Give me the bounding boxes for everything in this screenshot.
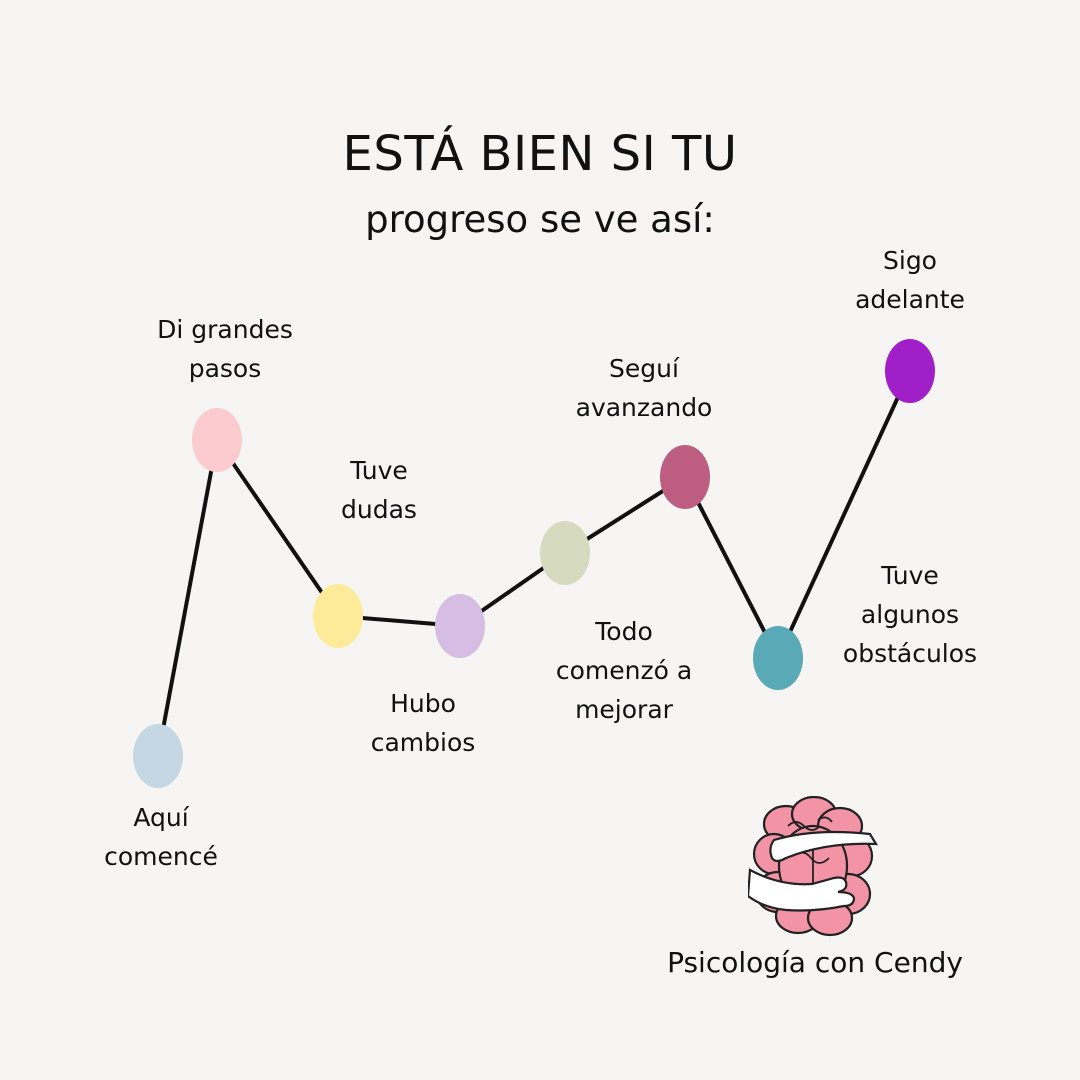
step-node-big-steps bbox=[192, 408, 242, 472]
step-node-start bbox=[133, 724, 183, 788]
path-segment bbox=[683, 476, 780, 659]
step-label-doubts: Tuve dudas bbox=[341, 456, 417, 524]
step-node-improving bbox=[540, 521, 590, 585]
step-label-changes: Hubo cambios bbox=[370, 689, 476, 757]
path-segment bbox=[156, 439, 219, 757]
step-label-obstacles: Tuve algunos obstáculos bbox=[842, 561, 978, 668]
path-segment bbox=[776, 370, 912, 659]
step-label-moving-on: Sigo adelante bbox=[855, 246, 965, 314]
step-label-big-steps: Di grandes pasos bbox=[157, 315, 293, 383]
page-subtitle: progreso se ve así: bbox=[365, 198, 715, 241]
page-title: ESTÁ BIEN SI TU bbox=[342, 126, 738, 182]
step-label-improving: Todo comenzó a mejorar bbox=[555, 617, 693, 724]
step-label-start: Aquí comencé bbox=[104, 803, 218, 871]
path-segment bbox=[215, 438, 340, 618]
step-node-advancing bbox=[660, 445, 710, 509]
step-node-obstacles bbox=[753, 626, 803, 690]
brain-hug-icon bbox=[748, 796, 878, 937]
step-label-advancing: Seguí avanzando bbox=[575, 354, 713, 422]
brand-name: Psicología con Cendy bbox=[667, 946, 963, 979]
step-node-moving-on bbox=[885, 339, 935, 403]
step-node-doubts bbox=[313, 584, 363, 648]
step-node-changes bbox=[435, 594, 485, 658]
